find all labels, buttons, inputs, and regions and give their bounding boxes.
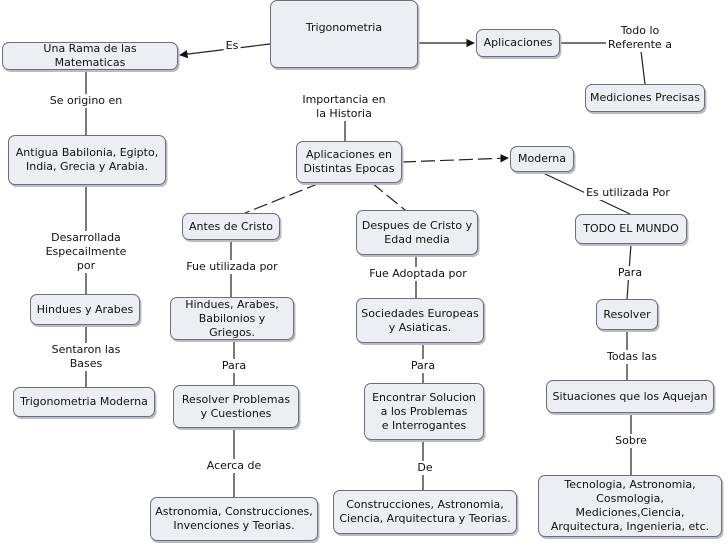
node-mediciones-precisas[interactable]: Mediciones Precisas — [585, 84, 705, 112]
node-astronomia-construcciones[interactable]: Astronomia, Construcciones, Invenciones … — [150, 497, 318, 541]
link-epocas-antes — [244, 182, 321, 214]
node-tecnologia[interactable]: Tecnologia, Astronomia, Cosmologia, Medi… — [538, 475, 722, 537]
link-label-importancia: Importancia en la Historia — [300, 93, 388, 121]
node-despues-de-cristo[interactable]: Despues de Cristo y Edad media — [356, 210, 478, 255]
link-label-se-origino: Se origino en — [47, 94, 125, 108]
node-sociedades[interactable]: Sociedades Europeas y Asiaticas. — [356, 298, 484, 343]
node-aplicaciones-epocas[interactable]: Aplicaciones en Distintas Epocas — [296, 141, 402, 183]
node-construcciones-ciencia[interactable]: Construcciones, Astronomia, Ciencia, Arq… — [333, 490, 517, 534]
node-trigonometria-moderna[interactable]: Trigonometria Moderna — [13, 387, 155, 417]
node-hindues-babilonios-griegos[interactable]: Hindues, Arabes, Babilonios y Griegos. — [170, 297, 294, 340]
node-resolver[interactable]: Resolver — [596, 299, 658, 330]
link-label-acerca-de: Acerca de — [204, 459, 264, 473]
link-label-sobre: Sobre — [613, 434, 649, 448]
node-todo-el-mundo[interactable]: TODO EL MUNDO — [575, 214, 687, 244]
node-situaciones[interactable]: Situaciones que los Aquejan — [546, 380, 714, 413]
link-epocas-moderna — [401, 154, 509, 163]
link-label-de: De — [415, 461, 435, 475]
link-label-es: Es — [223, 39, 241, 53]
node-encontrar-solucion[interactable]: Encontrar Solucion a los Problemas e Int… — [364, 383, 484, 440]
link-epocas-despues — [371, 182, 406, 211]
node-antes-de-cristo[interactable]: Antes de Cristo — [182, 213, 280, 240]
link-label-para-2: Para — [219, 359, 249, 373]
node-resolver-problemas[interactable]: Resolver Problemas y Cuestiones — [173, 385, 299, 428]
link-label-fue-adoptada: Fue Adoptada por — [367, 267, 469, 281]
link-label-para-3: Para — [408, 359, 438, 373]
node-rama-matematicas[interactable]: Una Rama de las Matematicas — [2, 42, 178, 70]
link-label-es-utilizada: Es utilizada Por — [584, 186, 672, 200]
node-aplicaciones[interactable]: Aplicaciones — [476, 29, 560, 57]
node-moderna[interactable]: Moderna — [510, 146, 574, 172]
node-trigonometria[interactable]: Trigonometria — [270, 0, 418, 68]
link-label-todas-las: Todas las — [604, 350, 660, 364]
link-label-sentaron: Sentaron las Bases — [49, 343, 123, 371]
link-label-fue-utilizada: Fue utilizada por — [184, 260, 280, 274]
link-label-todo-lo: Todo lo Referente a — [606, 24, 674, 52]
link-label-para-1: Para — [615, 266, 645, 280]
node-hindues-arabes[interactable]: Hindues y Arabes — [30, 294, 140, 325]
link-label-desarrollada: Desarrollada Especailmente por — [43, 231, 129, 273]
node-antigua-babilonia[interactable]: Antigua Babilonia, Egipto, India, Grecia… — [8, 135, 166, 185]
